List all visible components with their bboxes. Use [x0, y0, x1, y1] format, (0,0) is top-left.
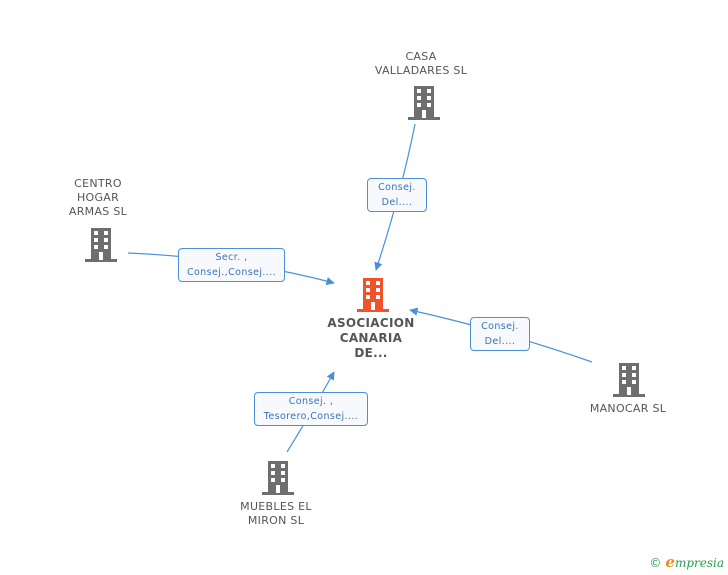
edge-centro-label[interactable]: Secr. , Consej.,Consej....: [178, 248, 285, 282]
node-casa-label[interactable]: CASA VALLADARES SL: [360, 50, 482, 78]
node-muebles-label-line-1: MUEBLES EL: [240, 500, 312, 513]
building-icon-center[interactable]: [357, 278, 389, 312]
building-icon[interactable]: [85, 228, 117, 262]
building-icon[interactable]: [262, 461, 294, 495]
node-center-label[interactable]: ASOCIACION CANARIA DE...: [318, 316, 424, 361]
node-centro-label-line-1: CENTRO: [74, 177, 122, 190]
edge-muebles-label-line-2: Tesorero,Consej....: [263, 411, 359, 422]
edge-muebles-label-line-1: Consej. ,: [288, 396, 334, 407]
edge-casa-label[interactable]: Consej. Del....: [367, 178, 427, 212]
node-centro-label-line-2: HOGAR: [76, 191, 120, 204]
building-icon[interactable]: [613, 363, 645, 397]
edge-manocar-label[interactable]: Consej. Del....: [470, 317, 530, 351]
node-center-label-line-2: CANARIA: [339, 331, 403, 345]
node-muebles-label-line-2: MIRON SL: [247, 514, 305, 527]
edge-casa-label-line-1: Consej.: [378, 182, 416, 193]
brand-logo-text: mpresia: [674, 556, 724, 570]
copyright-icon: ©: [649, 556, 662, 570]
node-manocar-label-line-1: MANOCAR SL: [589, 402, 667, 415]
node-casa-label-line-2: VALLADARES SL: [374, 64, 468, 77]
edge-centro-label-line-1: Secr. ,: [215, 252, 248, 263]
edge-manocar-label-line-1: Consej.: [481, 321, 519, 332]
node-muebles-label[interactable]: MUEBLES EL MIRON SL: [228, 500, 324, 528]
node-center-label-line-3: DE...: [354, 346, 388, 360]
building-icon[interactable]: [408, 86, 440, 120]
edge-manocar-label-line-2: Del....: [484, 336, 516, 347]
edge-casa-label-line-2: Del....: [381, 197, 413, 208]
brand-logo-initial: e: [665, 553, 675, 571]
node-centro-label-line-3: ARMAS SL: [68, 205, 128, 218]
node-center-label-line-1: ASOCIACION: [327, 316, 415, 330]
node-centro-label[interactable]: CENTRO HOGAR ARMAS SL: [50, 177, 146, 219]
edge-centro-label-line-2: Consej.,Consej....: [186, 267, 277, 278]
node-casa-label-line-1: CASA: [405, 50, 437, 63]
footer-brand[interactable]: ©empresia: [649, 553, 724, 571]
edge-muebles-label[interactable]: Consej. , Tesorero,Consej....: [254, 392, 368, 426]
node-manocar-label[interactable]: MANOCAR SL: [580, 402, 676, 416]
